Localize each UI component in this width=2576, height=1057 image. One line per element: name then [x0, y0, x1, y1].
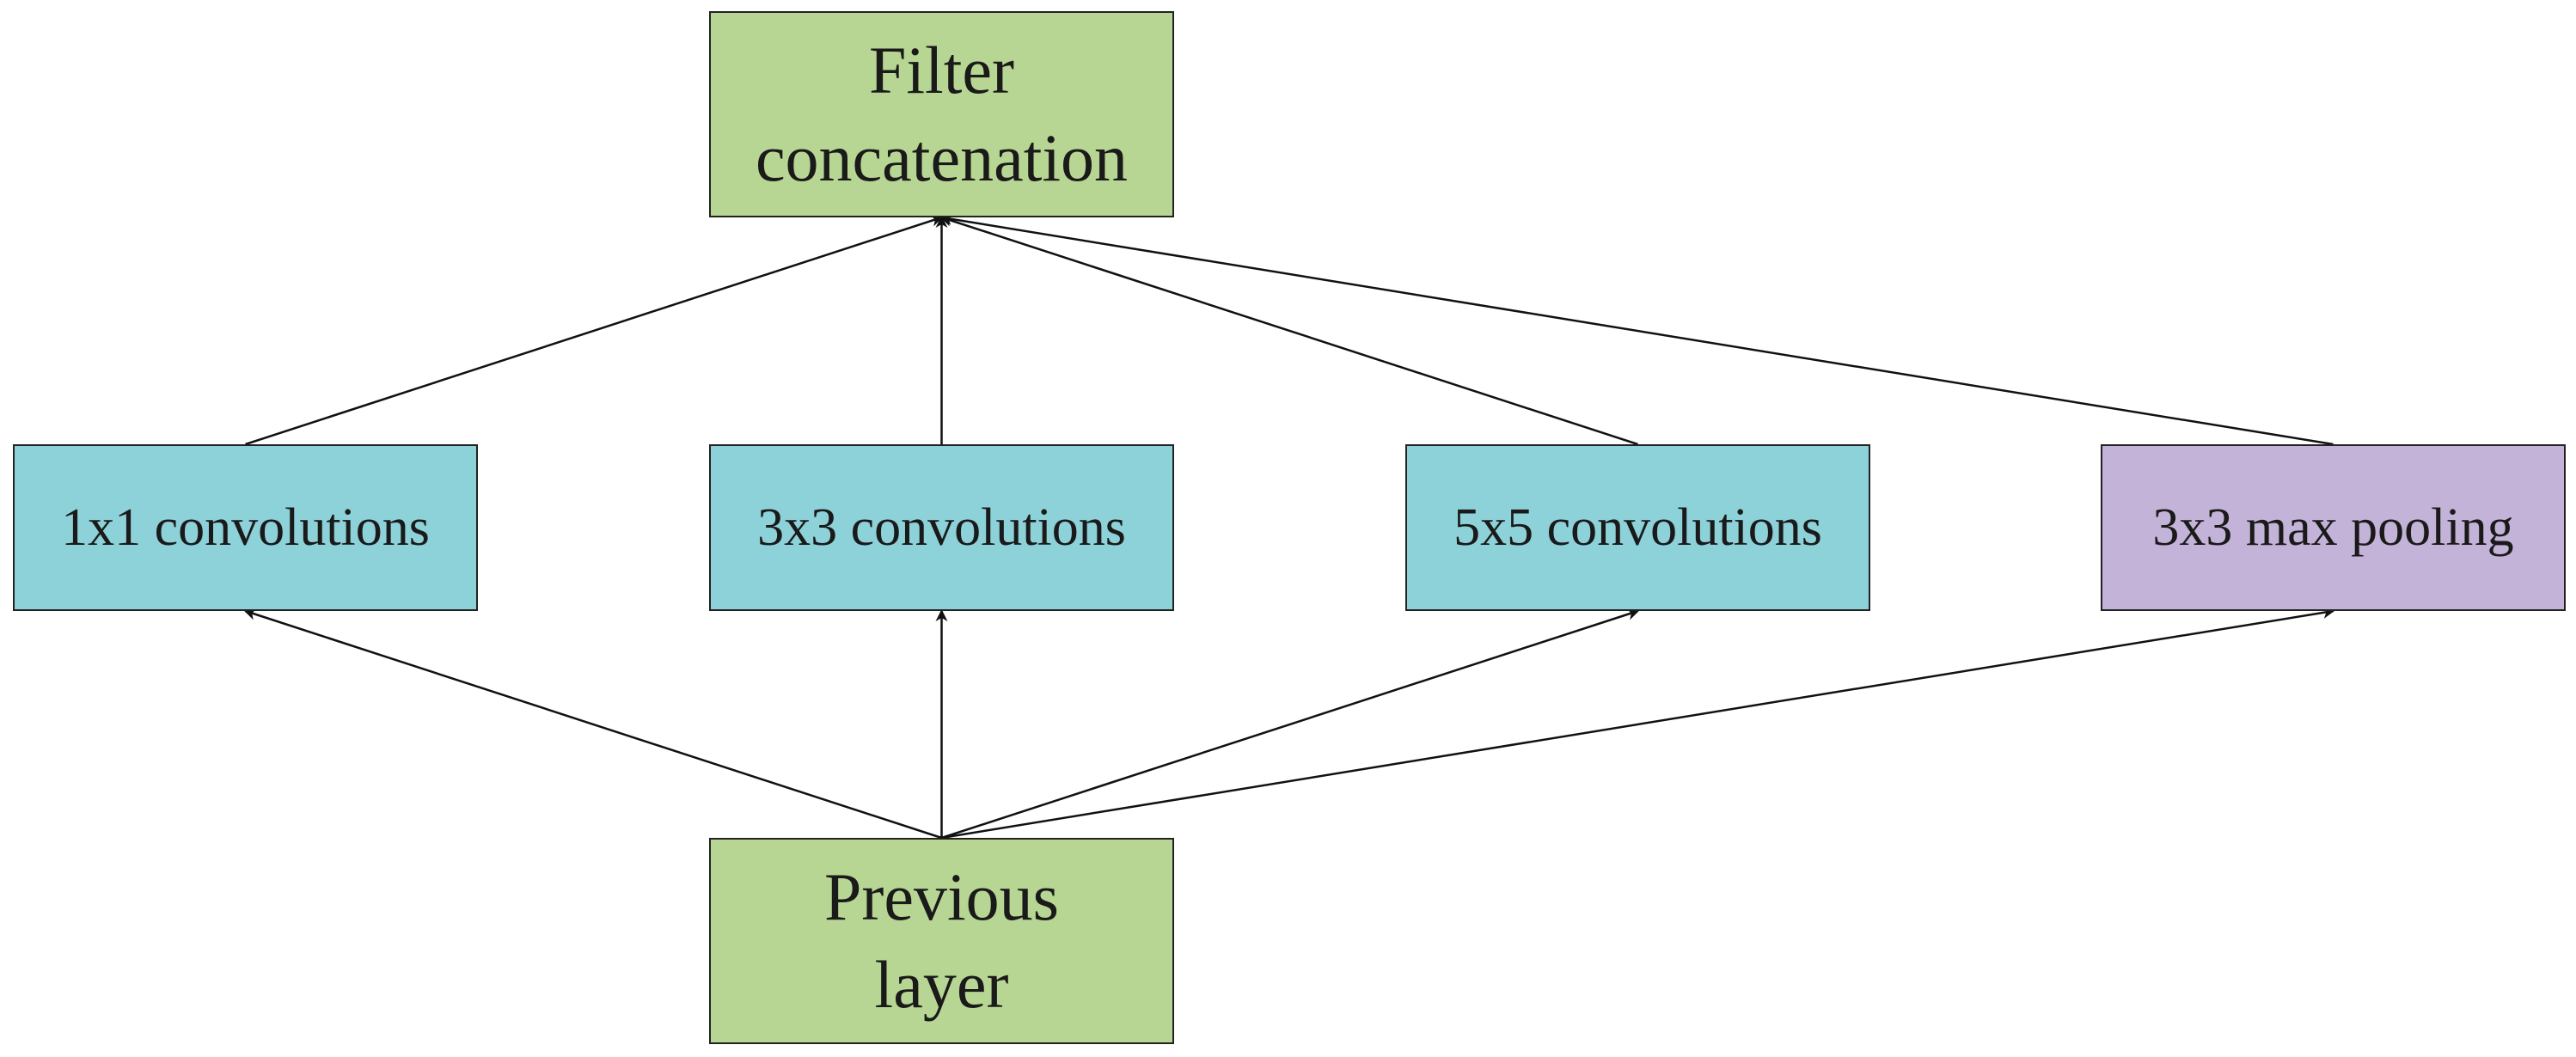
arrow-prev-to-conv5 — [941, 608, 1640, 840]
arrow-prev-to-pool — [941, 607, 2335, 840]
filter-concatenation-label: Filter concatenation — [755, 33, 1129, 195]
conv-5x5-label: 5x5 convolutions — [1453, 498, 1822, 557]
conv-1x1-box: 1x1 convolutions — [13, 444, 478, 611]
conv-3x3-label: 3x3 convolutions — [757, 498, 1126, 557]
filter-concatenation-box: Filter concatenation — [709, 11, 1174, 217]
previous-layer-box: Previous layer — [709, 838, 1174, 1044]
max-pooling-box: 3x3 max pooling — [2101, 444, 2566, 611]
conv-1x1-label: 1x1 convolutions — [61, 498, 430, 557]
arrow-conv1-to-filter — [245, 215, 944, 446]
arrow-pool-to-filter — [939, 213, 2334, 446]
conv-3x3-box: 3x3 convolutions — [709, 444, 1174, 611]
arrow-prev-to-conv1 — [243, 608, 942, 840]
arrow-conv5-to-filter — [939, 215, 1638, 446]
previous-layer-label: Previous layer — [824, 859, 1059, 1022]
max-pooling-label: 3x3 max pooling — [2152, 498, 2514, 557]
conv-5x5-box: 5x5 convolutions — [1405, 444, 1870, 611]
